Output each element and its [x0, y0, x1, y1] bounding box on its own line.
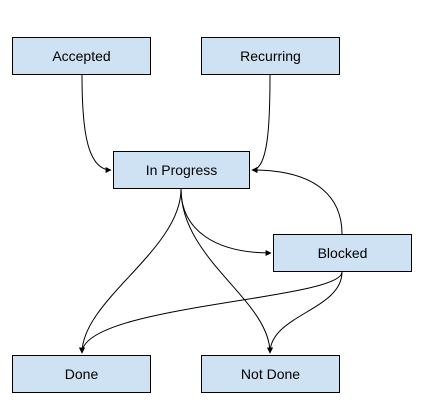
edge-blocked-to-in-progress — [251, 167, 343, 235]
node-blocked: Blocked — [273, 234, 412, 272]
node-done: Done — [12, 355, 151, 393]
edge-accepted-to-in-progress — [81, 74, 112, 173]
edge-in-progress-to-done — [79, 188, 182, 354]
edge-in-progress-to-blocked — [180, 188, 272, 256]
node-in-progress: In Progress — [113, 151, 250, 189]
edge-blocked-to-not-done — [267, 271, 343, 354]
node-not-done: Not Done — [201, 355, 340, 393]
edge-blocked-to-done — [79, 271, 343, 354]
node-accepted: Accepted — [12, 37, 151, 75]
node-recurring: Recurring — [201, 37, 340, 75]
edge-in-progress-to-not-done — [180, 188, 273, 354]
edge-recurring-to-in-progress — [251, 74, 271, 173]
